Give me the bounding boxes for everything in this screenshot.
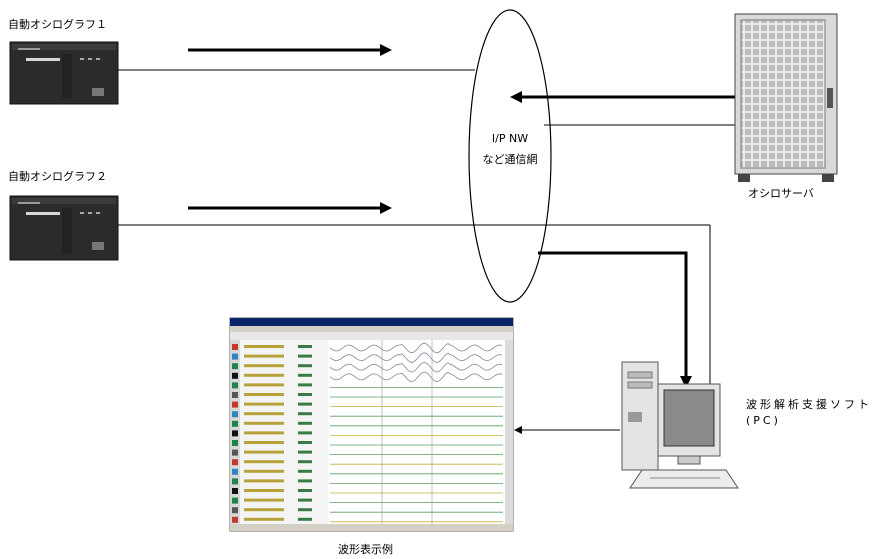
waveform-trace xyxy=(329,342,503,354)
channel-color-swatch xyxy=(232,449,238,456)
channel-name-text xyxy=(244,412,284,416)
device1-arrowhead xyxy=(380,44,392,56)
channel-value-text xyxy=(298,469,312,473)
waveform-screenshot-thumbnail xyxy=(229,317,514,532)
pc-arrowhead xyxy=(680,376,692,388)
channel-value-text xyxy=(298,517,312,521)
device2-label: 自動オシログラフ２ xyxy=(8,170,107,183)
waveform-rows xyxy=(232,340,503,524)
channel-value-text xyxy=(298,489,312,492)
channel-name-text xyxy=(244,421,284,425)
channel-value-text xyxy=(298,431,312,435)
channel-value-text xyxy=(298,421,312,425)
channel-color-swatch xyxy=(232,488,238,494)
channel-value-text xyxy=(298,450,312,454)
channel-name-text xyxy=(244,364,284,368)
network-ellipse xyxy=(468,9,552,303)
device2-arrowhead xyxy=(380,202,392,214)
network-to-pc-arrow xyxy=(538,251,688,378)
channel-color-swatch xyxy=(232,516,238,523)
channel-name-text xyxy=(244,489,284,492)
channel-name-text xyxy=(244,479,284,483)
channel-color-swatch xyxy=(232,497,238,504)
channel-value-text xyxy=(298,373,312,377)
channel-color-swatch xyxy=(232,392,238,398)
channel-name-text xyxy=(244,345,284,348)
network-label-line2: など通信網 xyxy=(482,153,538,166)
channel-color-swatch xyxy=(232,478,238,485)
channel-name-text xyxy=(244,402,284,406)
network-label-line1: I/P NW xyxy=(491,132,529,145)
channel-value-text xyxy=(298,364,312,368)
device1-label: 自動オシログラフ１ xyxy=(8,18,107,31)
channel-name-text xyxy=(244,460,284,464)
channel-name-text xyxy=(244,450,284,454)
channel-name-text xyxy=(244,441,284,444)
channel-color-swatch xyxy=(232,468,238,475)
channel-name-text xyxy=(244,354,284,358)
channel-value-text xyxy=(298,383,312,387)
channel-name-text xyxy=(244,469,284,473)
channel-color-swatch xyxy=(232,459,238,466)
channel-color-swatch xyxy=(232,372,238,379)
waveform-trace xyxy=(329,371,503,383)
channel-value-text xyxy=(298,393,312,396)
channel-value-text xyxy=(298,498,312,502)
channel-value-text xyxy=(298,508,312,512)
channel-color-swatch xyxy=(232,411,238,418)
software-label-line2: (PC) xyxy=(746,414,781,427)
waveform-example-label: 波形表示例 xyxy=(338,543,393,556)
channel-color-swatch xyxy=(232,440,238,446)
channel-value-text xyxy=(298,402,312,406)
desktop-pc-icon xyxy=(621,361,739,489)
screen-arrowhead xyxy=(514,426,522,434)
server-label: オシロサーバ xyxy=(748,187,814,200)
channel-value-text xyxy=(298,441,312,444)
oscillograph-device-2-icon xyxy=(9,195,119,261)
oscillograph-device-1-icon xyxy=(9,41,119,105)
channel-value-text xyxy=(298,479,312,483)
channel-color-swatch xyxy=(232,420,238,427)
channel-value-text xyxy=(298,412,312,416)
channel-name-text xyxy=(244,393,284,396)
channel-color-swatch xyxy=(232,363,238,370)
channel-color-swatch xyxy=(232,382,238,389)
channel-color-swatch xyxy=(232,401,238,408)
channel-color-swatch xyxy=(232,344,238,350)
software-label-line1: 波形解析支援ソフト xyxy=(746,398,872,411)
channel-name-text xyxy=(244,383,284,387)
channel-value-text xyxy=(298,345,312,348)
channel-name-text xyxy=(244,508,284,512)
channel-name-text xyxy=(244,517,284,521)
channel-color-swatch xyxy=(232,507,238,514)
channel-name-text xyxy=(244,431,284,435)
channel-name-text xyxy=(244,498,284,502)
channel-value-text xyxy=(298,354,312,358)
channel-color-swatch xyxy=(232,353,238,360)
channel-value-text xyxy=(298,460,312,464)
server-arrowhead xyxy=(510,91,522,103)
channel-name-text xyxy=(244,373,284,377)
waveform-trace xyxy=(329,361,503,373)
server-rack-icon xyxy=(734,13,838,182)
waveform-trace xyxy=(329,352,503,363)
channel-color-swatch xyxy=(232,430,238,437)
